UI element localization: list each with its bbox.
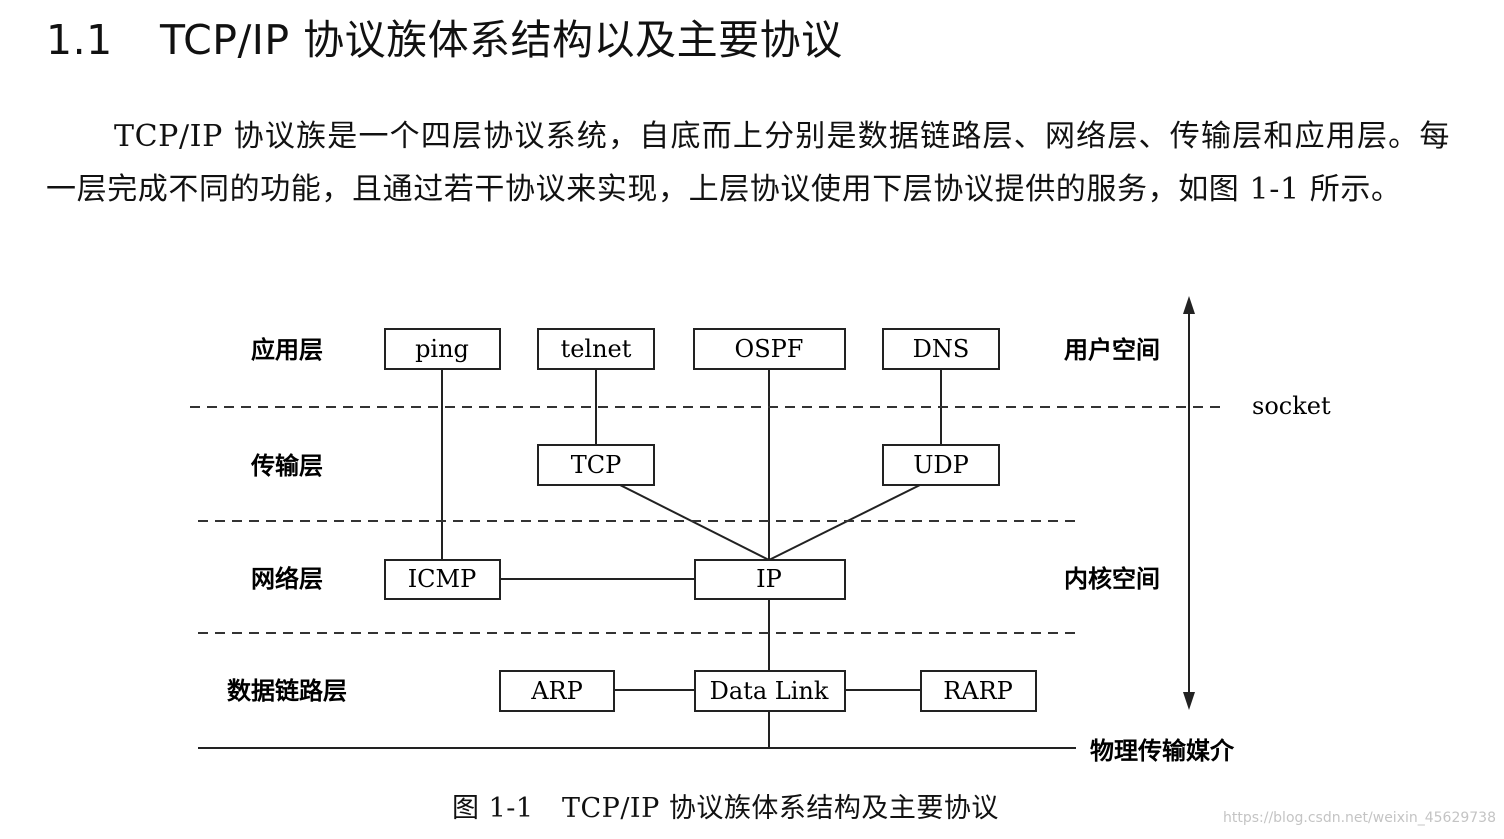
protocol-label-arp: ARP <box>530 677 583 705</box>
protocol-box-tcp: TCP <box>537 444 655 486</box>
protocol-label-tcp: TCP <box>571 451 622 479</box>
protocol-box-telnet: telnet <box>537 328 655 370</box>
protocol-label-rarp: RARP <box>943 677 1013 705</box>
protocol-box-icmp: ICMP <box>384 559 501 600</box>
section-title: TCP/IP 协议族体系结构以及主要协议 <box>160 16 843 64</box>
layer-label-datalink: 数据链路层 <box>227 676 347 705</box>
protocol-label-ospf: OSPF <box>735 335 804 363</box>
section-heading: 1.1 TCP/IP 协议族体系结构以及主要协议 <box>46 6 843 66</box>
protocol-box-ip: IP <box>694 559 846 600</box>
connector-udp-ip <box>768 484 921 561</box>
figure-caption: 图 1-1 TCP/IP 协议族体系结构及主要协议 <box>452 786 999 825</box>
protocol-box-datalink: Data Link <box>694 670 846 712</box>
arrow-up-icon <box>1183 296 1195 314</box>
layer-label-transport: 传输层 <box>250 451 323 480</box>
protocol-label-telnet: telnet <box>561 335 632 363</box>
physical-medium-label: 物理传输媒介 <box>1090 736 1235 765</box>
protocol-label-datalink: Data Link <box>710 677 829 705</box>
protocol-box-arp: ARP <box>499 670 615 712</box>
protocol-label-dns: DNS <box>913 335 970 363</box>
intro-paragraph: TCP/IP 协议族是一个四层协议系统，自底而上分别是数据链路层、网络层、传输层… <box>46 119 1450 207</box>
connector-tcp-ip <box>619 484 770 561</box>
kernel-space-label: 内核空间 <box>1064 564 1160 593</box>
protocol-label-udp: UDP <box>913 451 969 479</box>
protocol-box-dns: DNS <box>882 328 1000 370</box>
watermark: https://blog.csdn.net/weixin_45629738 <box>1222 810 1496 826</box>
protocol-label-ip: IP <box>756 565 782 593</box>
user-space-label: 用户空间 <box>1064 335 1160 364</box>
protocol-label-ping: ping <box>415 335 469 363</box>
protocol-box-ospf: OSPF <box>693 328 846 370</box>
layer-label-application: 应用层 <box>251 335 323 364</box>
protocol-box-rarp: RARP <box>920 670 1037 712</box>
section-number: 1.1 <box>46 16 113 64</box>
layer-label-network: 网络层 <box>251 564 323 593</box>
arrow-down-icon <box>1183 692 1195 710</box>
protocol-box-ping: ping <box>384 328 501 370</box>
figure-number: 图 1-1 <box>452 793 534 824</box>
figure-caption-text: TCP/IP 协议族体系结构及主要协议 <box>562 793 999 824</box>
protocol-box-udp: UDP <box>882 444 1000 486</box>
protocol-label-icmp: ICMP <box>408 565 477 593</box>
socket-label: socket <box>1252 392 1331 420</box>
